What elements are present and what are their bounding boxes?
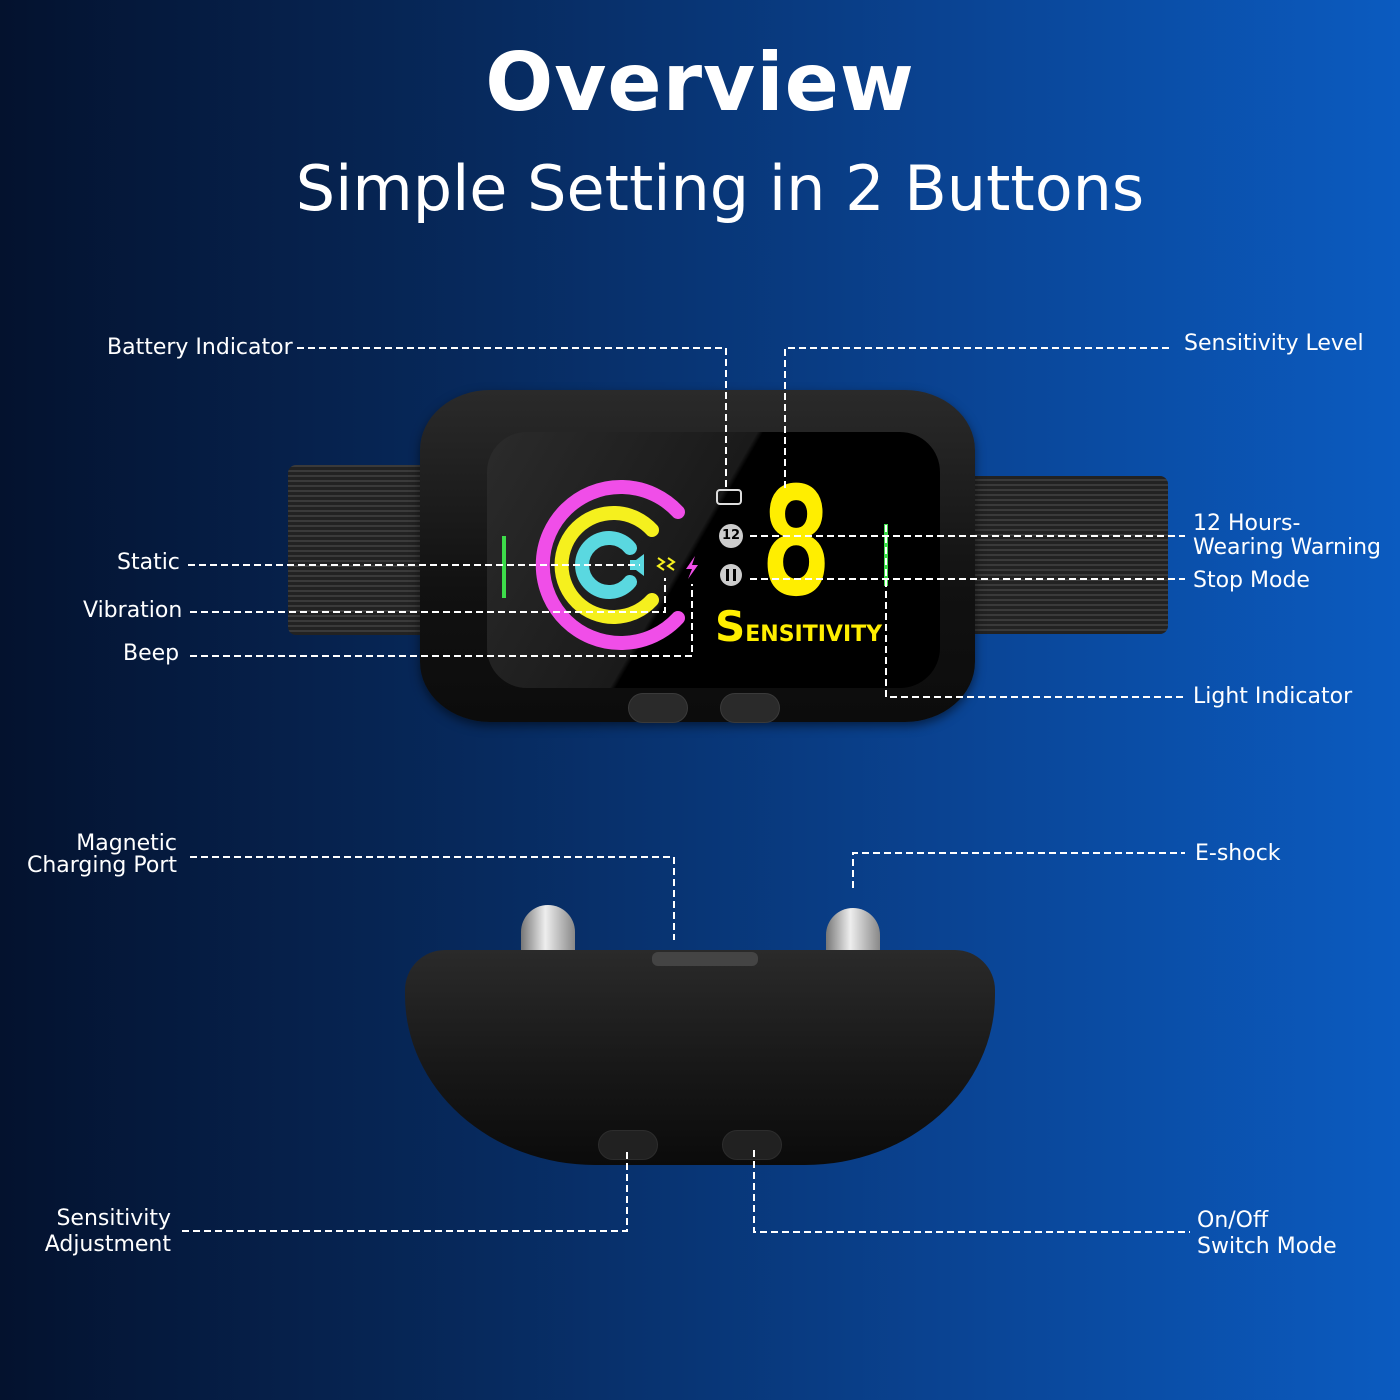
label-onoff-line1: On/Off: [1197, 1208, 1269, 1233]
right-strap: [955, 476, 1168, 634]
sensitivity-adjust-callout: [182, 1150, 628, 1232]
label-light-indicator: Light Indicator: [1193, 684, 1353, 709]
sensitivity-text-initial: S: [715, 602, 746, 651]
timer-12-icon: 12: [719, 524, 743, 548]
label-battery: Battery Indicator: [107, 335, 293, 360]
onoff-callout: [753, 1150, 1190, 1233]
label-wearing-warning-line1: 12 Hours-: [1193, 511, 1301, 536]
collar-receiver-side: [405, 950, 995, 1165]
label-sens-adj-line2: Adjustment: [44, 1232, 171, 1257]
charging-port: [652, 952, 758, 966]
onoff-button[interactable]: [722, 1130, 782, 1160]
sensitivity-text: SENSITIVITY: [715, 602, 882, 651]
label-stop-mode: Stop Mode: [1193, 568, 1310, 593]
front-button-right[interactable]: [720, 693, 780, 723]
beep-ring: [575, 531, 637, 599]
vibration-ring: [554, 506, 659, 624]
sensitivity-text-rest: ENSITIVITY: [745, 622, 883, 647]
battery-icon: [716, 489, 742, 505]
label-wearing-warning: 12 Hours-Wearing Warning: [1193, 512, 1381, 560]
eshock-callout: [852, 852, 1185, 888]
light-indicator-left: [502, 536, 506, 598]
front-button-left[interactable]: [628, 693, 688, 723]
charging-port-callout: [190, 856, 675, 940]
speaker-icon: [630, 554, 644, 576]
label-eshock: E-shock: [1195, 841, 1281, 866]
vibration-callout: [190, 578, 666, 613]
beep-callout: [190, 584, 693, 657]
sensitivity-level-callout: [784, 347, 1172, 488]
label-onoff-line2: Switch Mode: [1197, 1234, 1337, 1259]
label-charging-line2: Charging Port: [26, 853, 177, 878]
page-subtitle: Simple Setting in 2 Buttons: [295, 152, 1145, 225]
label-vibration: Vibration: [83, 598, 183, 623]
label-sensitivity-level: Sensitivity Level: [1184, 331, 1364, 356]
label-static: Static: [117, 550, 180, 575]
label-sens-adj-line1: Sensitivity: [56, 1206, 171, 1231]
battery-callout: [297, 347, 727, 488]
page-title: Overview: [485, 36, 915, 129]
light-indicator-callout: [885, 525, 1185, 698]
left-strap: [288, 465, 438, 635]
vibration-icon: [656, 557, 676, 571]
label-wearing-warning-line2: Wearing Warning: [1193, 535, 1381, 560]
sensitivity-digit: 8: [760, 456, 833, 630]
light-indicator-right: [884, 524, 888, 586]
stop-icon: [720, 564, 742, 586]
lightning-icon: [686, 556, 698, 579]
label-beep: Beep: [123, 641, 180, 666]
label-charging-line1: Magnetic: [76, 831, 177, 856]
